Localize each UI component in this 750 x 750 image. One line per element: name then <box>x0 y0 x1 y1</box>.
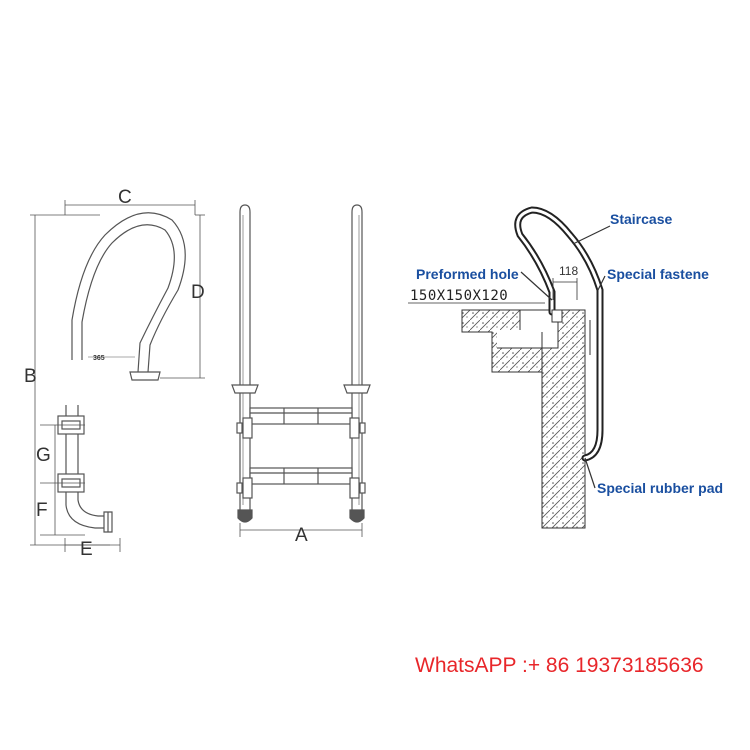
front-right-rail <box>351 204 363 510</box>
inline-dimension-value: 365 <box>93 355 105 362</box>
dimension-118: 118 <box>559 264 578 278</box>
whatsapp-contact: WhatsAPP :+ 86 19373185636 <box>415 654 704 677</box>
front-tread-upper <box>236 407 366 439</box>
installation-view <box>408 206 611 529</box>
dim-label-e: E <box>80 539 93 560</box>
dim-label-d: D <box>191 282 205 303</box>
front-view <box>231 204 371 537</box>
hole-size-value: 150X150X120 <box>410 288 508 304</box>
side-handrail-tube <box>71 212 186 373</box>
callout-special-fastener: Special fastene <box>607 266 709 282</box>
callout-rubber-pad: Special rubber pad <box>597 480 723 496</box>
side-lower-leg <box>65 405 105 529</box>
dim-label-b: B <box>24 366 37 387</box>
dim-label-a: A <box>295 525 308 546</box>
dim-label-f: F <box>36 500 48 521</box>
front-tread-lower <box>236 467 366 499</box>
callout-staircase: Staircase <box>610 211 672 227</box>
callout-preformed-hole: Preformed hole <box>416 266 519 282</box>
dim-label-g: G <box>36 445 51 466</box>
dim-label-c: C <box>118 187 132 208</box>
side-base-flange <box>129 371 161 381</box>
front-left-rail <box>239 204 251 510</box>
side-view <box>30 200 205 552</box>
